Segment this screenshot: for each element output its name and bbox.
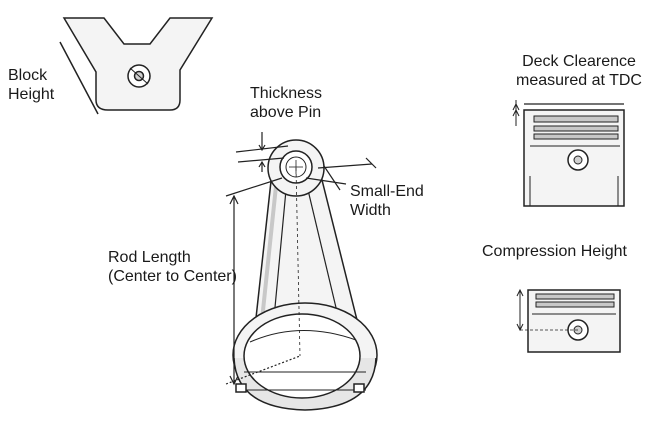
small-end-width-dimension xyxy=(305,157,377,191)
rod-length-label-line-1: Rod Length xyxy=(108,249,191,266)
block-height-dimension-line xyxy=(59,41,99,115)
deck-clearance-label-line-2: measured at TDC xyxy=(516,72,642,89)
block-height-label-line-2: Height xyxy=(8,86,55,103)
deck-clearance-piston-illustration xyxy=(512,100,625,207)
thickness-above-pin-label: Thickness above Pin xyxy=(250,84,322,122)
connecting-rod-illustration xyxy=(232,139,378,411)
deck-clearance-label: Deck Clearence measured at TDC xyxy=(505,52,653,90)
small-end-width-label: Small-End Width xyxy=(350,182,424,220)
deck-clearance-label-line-1: Deck Clearence xyxy=(522,53,636,70)
thickness-above-pin-label-line-1: Thickness xyxy=(250,85,323,102)
small-end-width-label-line-2: Width xyxy=(350,202,391,219)
engine-block-illustration xyxy=(62,17,214,111)
block-height-label: Block Height xyxy=(8,66,54,104)
thickness-above-pin-label-line-2: above Pin xyxy=(250,104,322,121)
small-end-width-label-line-1: Small-End xyxy=(350,183,424,200)
compression-height-piston-illustration xyxy=(516,288,621,353)
compression-height-label-line-1: Compression Height xyxy=(482,243,627,260)
rod-length-label-line-2: (Center to Center) xyxy=(108,268,237,285)
block-height-label-line-1: Block xyxy=(8,67,48,84)
thickness-above-pin-dimension xyxy=(235,132,289,172)
rod-length-label: Rod Length (Center to Center) xyxy=(108,248,237,286)
rod-length-dimension xyxy=(225,177,301,386)
compression-height-label: Compression Height xyxy=(482,242,627,261)
